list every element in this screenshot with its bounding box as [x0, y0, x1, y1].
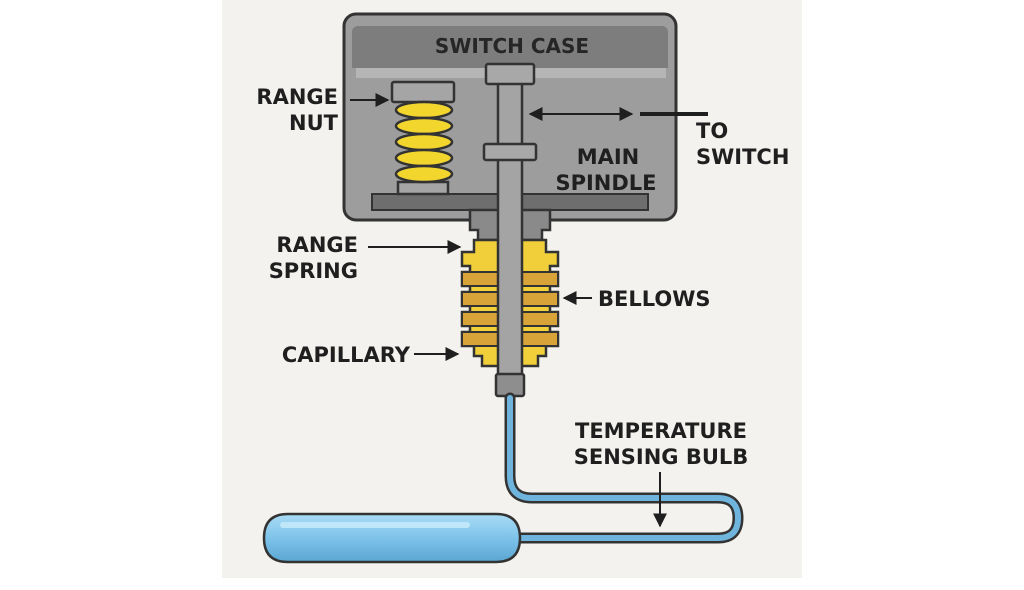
bellows [460, 238, 560, 368]
temperature-sensing-bulb [262, 512, 522, 564]
range-nut-label-line1: RANGE [256, 85, 338, 109]
range-spring-label-line2: SPRING [269, 259, 358, 283]
callout-lines [350, 93, 708, 528]
bulb-label-line2: SENSING BULB [574, 445, 749, 469]
bellows-label: BELLOWS [598, 287, 711, 311]
switch-case-label: SWITCH CASE [435, 34, 589, 58]
bulb-label-line1: TEMPERATURE [575, 419, 747, 443]
to-switch-label-line1: TO [696, 119, 728, 143]
main-spindle-label-line2: SPINDLE [555, 171, 656, 195]
range-spring [394, 100, 454, 184]
range-nut-label-line2: NUT [289, 111, 339, 135]
to-switch-label-line2: SWITCH [696, 145, 789, 169]
range-spring-label-line1: RANGE [276, 233, 358, 257]
main-spindle-label-line1: MAIN [577, 145, 640, 169]
main-spindle [482, 62, 538, 398]
capillary-label: CAPILLARY [282, 343, 411, 367]
